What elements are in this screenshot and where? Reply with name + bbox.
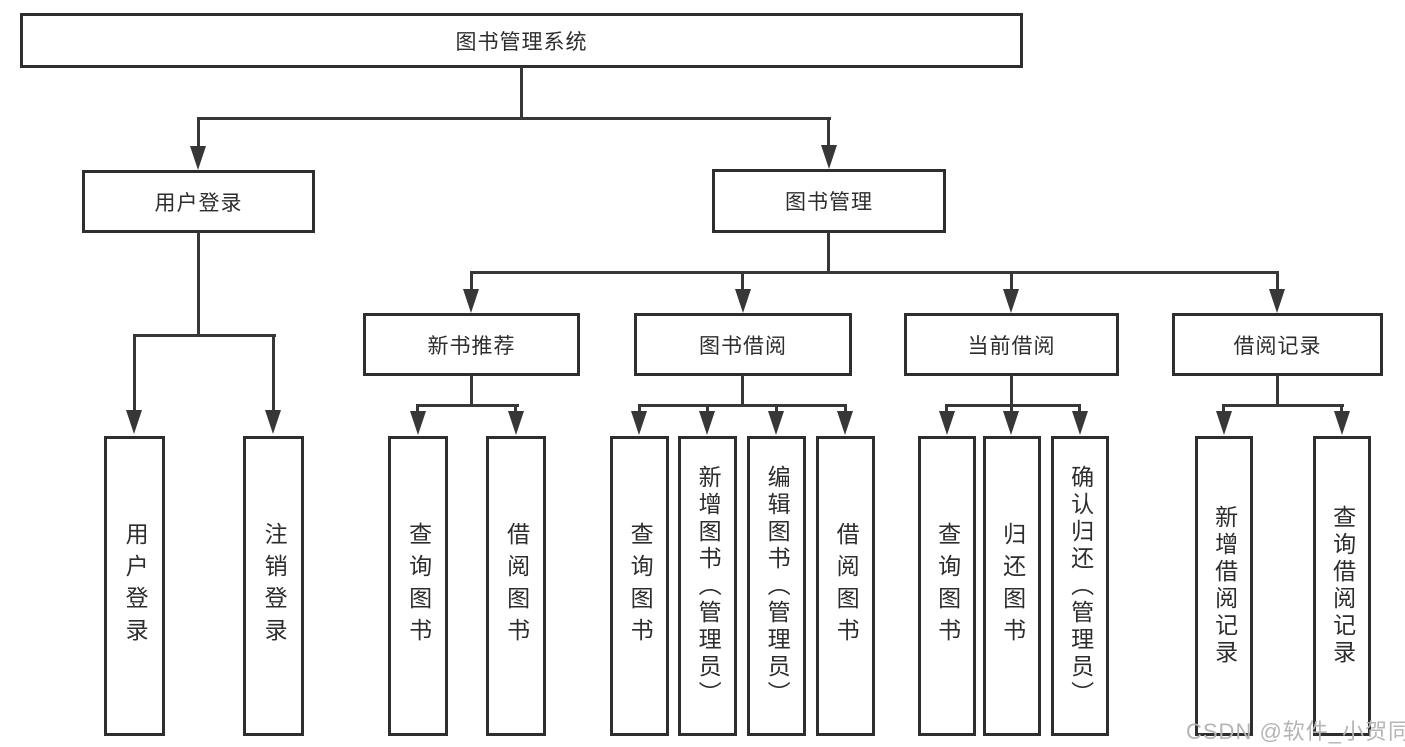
node-leaf-record-query: 查询借阅记录 [1313,436,1371,736]
connector [133,334,136,412]
arrowhead [1269,289,1285,313]
connector [1010,404,1013,414]
node-leaf-current-confirm: 确认归还（管理员） [1051,436,1109,736]
node-current: 当前借阅 [904,313,1119,376]
node-leaf-borrow-edit: 编辑图书（管理员） [747,436,806,736]
node-leaf-logout: 注销登录 [243,436,304,736]
connector [1010,375,1013,407]
arrowhead [768,411,784,435]
connector [775,404,778,414]
node-leaf-current-query: 查询图书 [918,436,976,736]
node-leaf-record-query-label: 查询借阅记录 [1329,505,1356,667]
arrowhead [821,145,837,169]
node-user-login: 用户登录 [82,170,315,233]
connector [272,334,275,412]
node-leaf-logout-label: 注销登录 [261,522,288,650]
node-leaf-current-return-label: 归还图书 [999,522,1026,650]
node-user-login-label: 用户登录 [154,191,243,215]
connector [470,375,473,407]
arrowhead [265,410,281,434]
arrowhead [699,411,715,435]
connector [1222,404,1344,407]
connector [470,271,473,291]
node-borrow-label: 图书借阅 [699,334,787,358]
node-leaf-record-add-label: 新增借阅记录 [1211,505,1238,667]
connector [470,271,1279,274]
arrowhead [1072,411,1088,435]
connector [416,404,419,414]
node-records-label: 借阅记录 [1233,334,1322,358]
arrowhead [126,410,142,434]
node-leaf-current-query-label: 查询图书 [934,522,961,650]
node-leaf-borrow-query: 查询图书 [610,436,669,736]
node-leaf-newbook-borrow: 借阅图书 [486,436,546,736]
node-leaf-newbook-borrow-label: 借阅图书 [503,522,530,650]
node-leaf-borrow-borrow-label: 借阅图书 [833,522,860,650]
arrowhead [1003,289,1019,313]
node-new-book: 新书推荐 [363,313,580,376]
connector [520,67,523,119]
connector [844,404,847,414]
connector [706,404,709,414]
node-leaf-borrow-query-label: 查询图书 [627,522,654,650]
node-root: 图书管理系统 [20,13,1023,68]
arrowhead [1334,411,1350,435]
arrowhead [463,289,479,313]
node-leaf-user-login: 用户登录 [104,436,165,736]
node-leaf-record-add: 新增借阅记录 [1195,436,1253,736]
connector [827,117,830,147]
arrowhead [508,411,524,435]
arrowhead [1003,411,1019,435]
node-leaf-borrow-add: 新增图书（管理员） [678,436,737,736]
connector [197,232,200,336]
node-leaf-borrow-add-label: 新增图书（管理员） [695,464,722,708]
connector [945,404,948,414]
connector [197,117,831,120]
connector [741,375,744,407]
connector [1222,404,1225,414]
connector [638,404,847,407]
node-leaf-newbook-query-label: 查询图书 [405,522,432,650]
connector [197,117,200,148]
node-leaf-user-login-label: 用户登录 [122,522,149,650]
connector [1078,404,1081,414]
connector [514,404,517,414]
node-current-label: 当前借阅 [967,334,1056,358]
node-leaf-newbook-query: 查询图书 [388,436,448,736]
node-leaf-borrow-edit-label: 编辑图书（管理员） [764,464,791,708]
connector [638,404,641,414]
connector [1276,271,1279,291]
arrowhead [1216,411,1232,435]
arrowhead [190,146,206,170]
watermark: CSDN @软件_小贺同学 [1186,719,1405,744]
connector [416,404,519,407]
node-book-mgmt: 图书管理 [712,169,946,233]
arrowhead [939,411,955,435]
arrowhead [837,411,853,435]
connector [827,232,830,273]
connector [133,334,276,337]
arrowhead [631,411,647,435]
connector [741,271,744,291]
node-book-mgmt-label: 图书管理 [785,191,873,214]
node-leaf-current-confirm-label: 确认归还（管理员） [1067,464,1094,708]
connector [1010,271,1013,291]
arrowhead [410,411,426,435]
arrowhead [735,289,751,313]
node-records: 借阅记录 [1172,313,1383,376]
node-new-book-label: 新书推荐 [427,334,516,358]
connector [945,404,1081,407]
node-borrow: 图书借阅 [634,313,852,376]
node-root-label: 图书管理系统 [455,30,588,54]
node-leaf-current-return: 归还图书 [983,436,1041,736]
node-leaf-borrow-borrow: 借阅图书 [816,436,875,736]
connector [1276,375,1279,407]
connector [1340,404,1343,414]
